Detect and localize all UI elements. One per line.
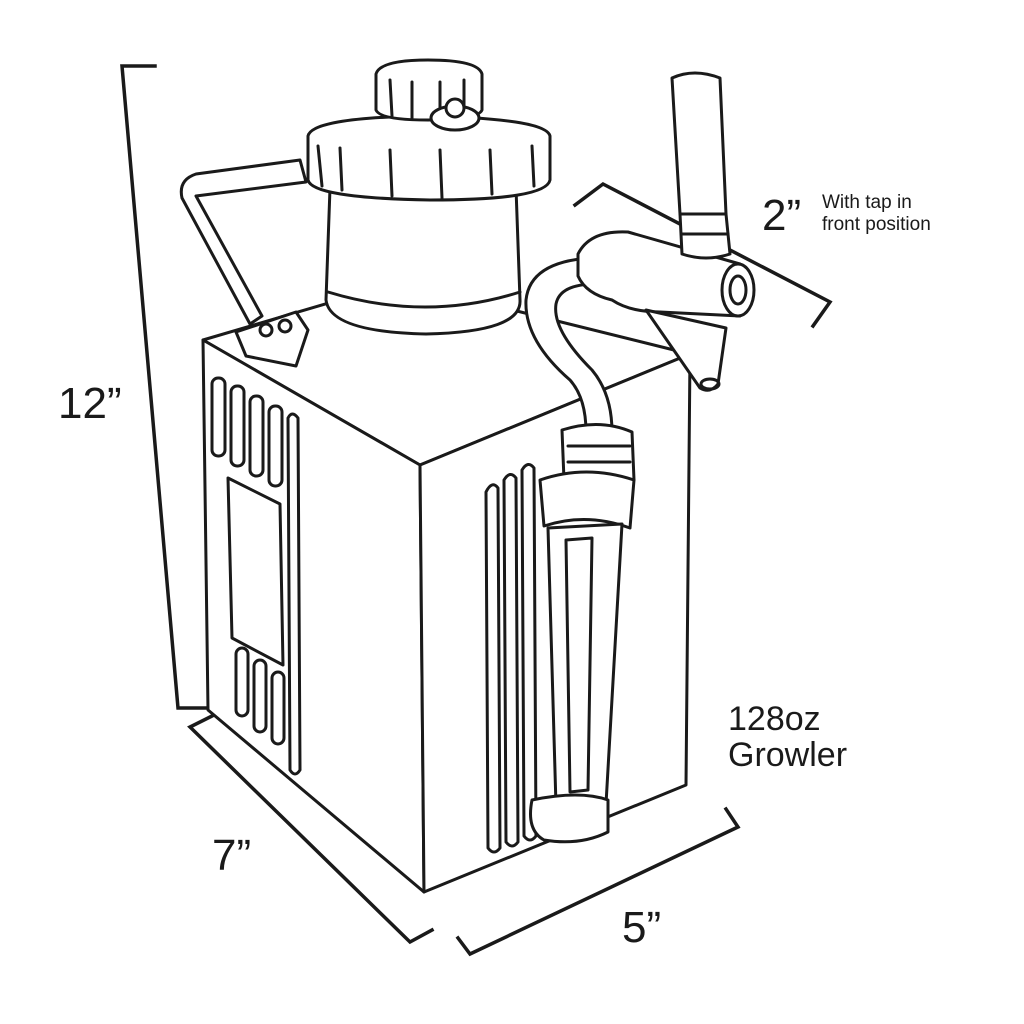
width-dimension-bracket [187,713,435,945]
tap [524,71,756,488]
tap-note-line-2: front position [822,214,931,235]
capacity-label: 128oz [728,700,821,738]
height-label: 12” [58,379,122,428]
left-face-vents [210,376,302,776]
product-name-label: Growler [728,736,847,774]
height-dimension-bracket [120,64,214,710]
neck-and-cap [306,58,552,336]
handle [179,158,310,368]
depth-dimension-bracket [455,806,741,957]
tap-note-line-1: With tap in [822,192,912,213]
tap-label: 2” [762,191,801,240]
depth-label: 5” [622,903,661,952]
right-face-vents [484,463,538,854]
width-label: 7” [212,831,251,880]
sight-tube [529,470,636,844]
